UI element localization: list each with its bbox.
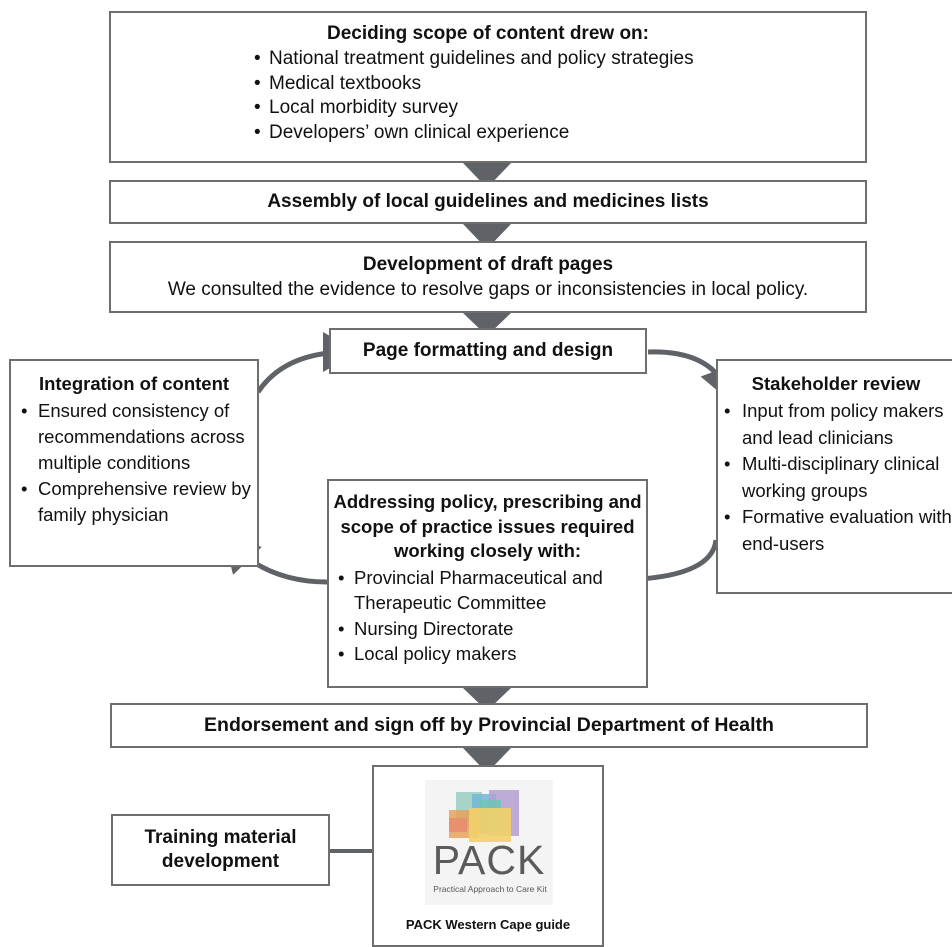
pack-logo	[425, 780, 553, 905]
stakeholder-list: Input from policy makers and lead clinic…	[724, 398, 952, 557]
policy-item: Local policy makers	[338, 641, 646, 667]
integration-list: Ensured consistency of recommendations a…	[21, 398, 257, 528]
stakeholder-box: Stakeholder review Input from policy mak…	[716, 359, 952, 594]
stakeholder-item: Input from policy makers and lead clinic…	[724, 398, 952, 451]
scope-box: Deciding scope of content drew on: Natio…	[109, 11, 867, 163]
integration-box: Integration of content Ensured consisten…	[9, 359, 259, 567]
pack-logo-word: PACK	[432, 837, 546, 883]
down-arrow-3	[463, 313, 511, 336]
policy-list: Provincial Pharmaceutical and Therapeuti…	[338, 565, 646, 667]
stakeholder-item: Formative evaluation with end-users	[724, 504, 952, 557]
down-arrow-4	[463, 688, 511, 711]
policy-title: Addressing policy, prescribing and scope…	[333, 491, 642, 561]
down-arrow-2	[463, 224, 511, 249]
down-arrow-1	[463, 163, 511, 188]
integration-title: Integration of content	[38, 373, 230, 394]
policy-item: Provincial Pharmaceutical and Therapeuti…	[338, 565, 646, 616]
scope-item: Medical textbooks	[254, 72, 865, 97]
assembly-box: Assembly of local guidelines and medicin…	[109, 180, 867, 224]
endorsement-box: Endorsement and sign off by Provincial D…	[110, 703, 868, 748]
training-line-2: development	[161, 851, 280, 872]
pack-logo-tagline: Practical Approach to Care Kit	[433, 884, 547, 894]
draft-title: Development of draft pages	[362, 254, 614, 275]
formatting-title: Page formatting and design	[362, 340, 614, 361]
integration-item: Comprehensive review by family physician	[21, 476, 257, 528]
policy-box: Addressing policy, prescribing and scope…	[327, 479, 648, 688]
draft-box: Development of draft pages We consulted …	[109, 241, 867, 313]
formatting-box: Page formatting and design	[329, 328, 647, 374]
scope-item: National treatment guidelines and policy…	[254, 47, 865, 72]
down-arrow-5	[463, 748, 511, 773]
pack-caption: PACK Western Cape guide	[405, 917, 571, 932]
pack-logo-graphic	[425, 780, 553, 905]
policy-item: Nursing Directorate	[338, 616, 646, 642]
scope-title: Deciding scope of content drew on:	[327, 23, 649, 44]
stakeholder-title: Stakeholder review	[751, 373, 921, 394]
pack-guide-box: PACK Practical Approach to Care Kit PACK…	[372, 765, 604, 947]
assembly-title: Assembly of local guidelines and medicin…	[267, 191, 709, 212]
scope-item: Developers’ own clinical experience	[254, 121, 865, 146]
training-box: Training material development	[111, 814, 330, 886]
training-line-1: Training material	[144, 827, 297, 848]
integration-item: Ensured consistency of recommendations a…	[21, 398, 257, 476]
endorsement-title: Endorsement and sign off by Provincial D…	[204, 714, 774, 736]
stakeholder-item: Multi-disciplinary clinical working grou…	[724, 451, 952, 504]
scope-list: National treatment guidelines and policy…	[254, 47, 865, 145]
scope-item: Local morbidity survey	[254, 96, 865, 121]
draft-subtitle: We consulted the evidence to resolve gap…	[167, 279, 809, 300]
